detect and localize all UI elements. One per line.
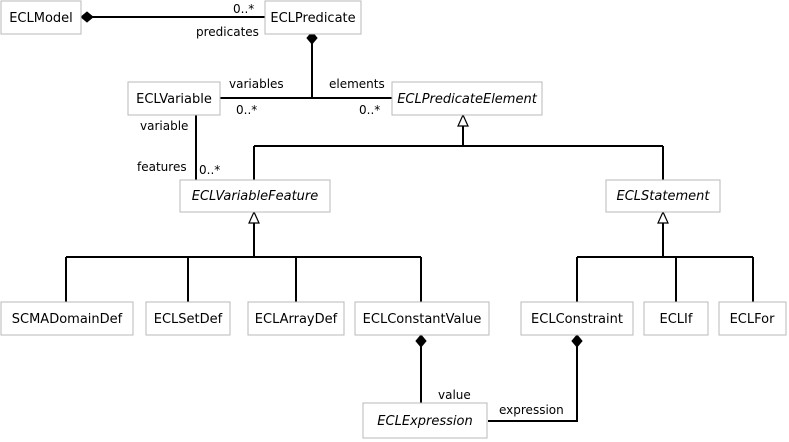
predicate-element-generalization: [253, 113, 664, 180]
class-ecl-statement: ECLStatement: [605, 179, 721, 213]
class-ecl-variable-feature: ECLVariableFeature: [179, 179, 331, 213]
expression-role-label: expression: [499, 403, 564, 417]
class-name: ECLVariableFeature: [192, 189, 319, 204]
class-ecl-set-def: ECLSetDef: [145, 301, 231, 336]
class-name: ECLPredicateElement: [397, 92, 538, 107]
class-scma-domain-def: SCMADomainDef: [0, 301, 134, 336]
class-name: ECLModel: [9, 11, 73, 26]
class-name: ECLStatement: [617, 189, 711, 204]
constant-value-expression-composition: [415, 334, 427, 403]
class-ecl-if: ECLIf: [643, 301, 709, 336]
class-ecl-predicate-element: ECLPredicateElement: [391, 81, 543, 116]
class-ecl-constraint: ECLConstraint: [520, 301, 634, 336]
class-ecl-array-def: ECLArrayDef: [247, 301, 345, 336]
constraint-expression-composition: [488, 334, 583, 422]
class-name: ECLExpression: [377, 414, 472, 429]
class-name: ECLSetDef: [154, 312, 223, 327]
features-multiplicity-label: 0..*: [199, 163, 220, 177]
class-ecl-for: ECLFor: [718, 301, 787, 336]
model-predicate-composition: [80, 11, 265, 23]
statement-generalization: [576, 210, 754, 302]
elements-role-label: elements: [329, 77, 385, 91]
class-ecl-predicate: ECLPredicate: [264, 0, 362, 35]
model-multiplicity-label: 0..*: [233, 2, 254, 16]
features-role-label: features: [137, 160, 187, 174]
class-name: ECLPredicate: [270, 11, 355, 26]
predicate-variables-elements-composition: [220, 31, 392, 99]
class-name: ECLVariable: [136, 92, 212, 107]
class-name: ECLIf: [660, 312, 693, 327]
class-name: ECLFor: [730, 312, 776, 327]
class-ecl-expression: ECLExpression: [362, 402, 488, 439]
variable-role-label: variable: [140, 119, 188, 133]
class-ecl-variable: ECLVariable: [127, 81, 221, 116]
predicates-role-label: predicates: [196, 25, 259, 39]
variables-role-label: variables: [229, 77, 284, 91]
class-name: ECLConstantValue: [363, 312, 482, 327]
value-role-label: value: [438, 388, 471, 402]
class-name: SCMADomainDef: [12, 312, 123, 327]
class-ecl-model: ECLModel: [0, 0, 82, 35]
variable-feature-generalization: [65, 210, 422, 302]
elements-multiplicity-label: 0..*: [359, 103, 380, 117]
class-ecl-constant-value: ECLConstantValue: [354, 301, 490, 336]
class-name: ECLArrayDef: [255, 312, 338, 327]
variables-multiplicity-label: 0..*: [236, 103, 257, 117]
class-name: ECLConstraint: [531, 312, 623, 327]
